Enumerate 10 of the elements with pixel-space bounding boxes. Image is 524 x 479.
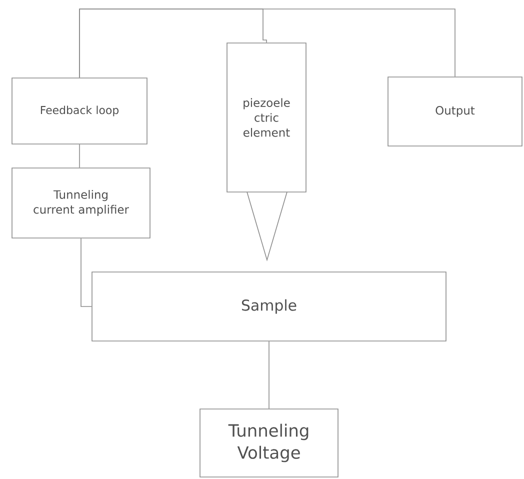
process-box: piezoele ctric element <box>226 42 306 192</box>
process-box: Tunneling Voltage <box>200 408 338 478</box>
connector-line <box>79 144 80 168</box>
process-box: Sample <box>92 272 446 342</box>
process-box: Tunneling current amplifier <box>12 168 150 238</box>
connector-line <box>80 238 92 307</box>
connector-line <box>268 341 270 409</box>
process-box: Feedback loop <box>12 78 148 144</box>
process-box: Output <box>388 76 522 146</box>
connector-line <box>79 8 456 78</box>
